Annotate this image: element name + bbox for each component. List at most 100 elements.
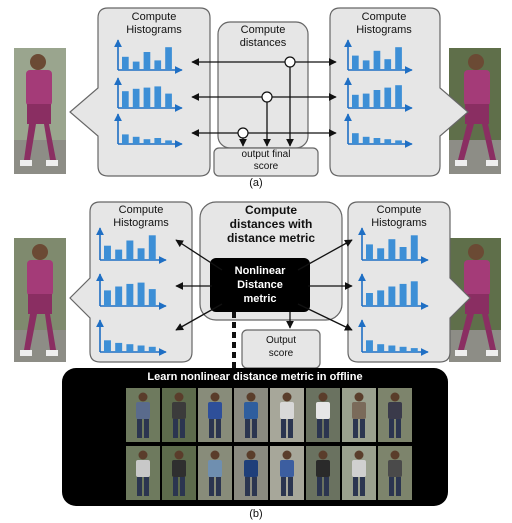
histogram-bar — [165, 140, 172, 144]
training-thumbnail — [162, 388, 196, 442]
training-thumbnail — [306, 446, 340, 500]
histogram-bar — [148, 289, 156, 306]
histogram-bar — [126, 283, 134, 306]
histogram-bar — [132, 61, 140, 70]
histogram-bar — [104, 245, 111, 260]
histogram-bar — [122, 91, 129, 108]
histograms-a-right — [344, 39, 413, 148]
training-thumbnail — [306, 388, 340, 442]
training-thumbnail — [234, 446, 268, 500]
histogram-bar — [395, 140, 402, 144]
person-image-b-left — [14, 238, 66, 362]
histogram-title-a-left: Compute Histograms — [126, 11, 182, 36]
metric-label: Nonlinear Distance metric — [234, 265, 286, 305]
training-thumbnail — [198, 446, 232, 500]
histogram-bar — [399, 247, 407, 260]
histogram-icon — [344, 113, 413, 148]
person-image-b-right — [449, 238, 501, 362]
histograms-b-right — [358, 227, 429, 356]
histogram-bar — [352, 133, 359, 144]
histogram-bar — [154, 138, 162, 144]
offline-banner: Learn nonlinear distance metric in offli… — [147, 371, 363, 383]
caption-a: (a) — [249, 177, 263, 189]
person-image-a-right — [449, 48, 501, 174]
histogram-bar — [399, 346, 407, 352]
histogram-bar — [362, 60, 370, 70]
histogram-bar — [165, 47, 172, 70]
distance-title-a: Compute distances — [239, 24, 287, 49]
histogram-icon — [358, 319, 429, 356]
histogram-bar — [352, 55, 359, 70]
histogram-bar — [377, 290, 385, 306]
junction-nodes-a — [237, 56, 296, 139]
histogram-icon — [96, 319, 167, 356]
histogram-icon — [358, 273, 429, 310]
histogram-bar — [137, 282, 145, 306]
histogram-bar — [366, 293, 373, 306]
histogram-bar — [148, 235, 156, 260]
distance-title-b: Compute distances with distance metric — [226, 203, 316, 245]
training-thumbnail — [234, 388, 268, 442]
training-thumbnail — [270, 446, 304, 500]
histogram-bar — [410, 348, 418, 352]
training-thumbnail — [270, 388, 304, 442]
caption-b: (b) — [249, 508, 263, 520]
metric-arrows-b — [175, 239, 353, 331]
histogram-bar — [395, 47, 402, 70]
histogram-bar — [104, 290, 111, 306]
histogram-bar — [373, 50, 381, 70]
histogram-bar — [122, 56, 129, 70]
histogram-bar — [399, 283, 407, 306]
histogram-bar — [362, 136, 370, 144]
histogram-icon — [96, 227, 167, 264]
histogram-bar — [137, 248, 145, 260]
histogram-icon — [344, 77, 413, 112]
histogram-box-b-right — [347, 201, 471, 363]
training-thumbnail — [162, 446, 196, 500]
histogram-bar — [154, 86, 162, 108]
histogram-bar — [126, 344, 134, 352]
output-label-b: Output score — [265, 335, 297, 359]
metric-box — [210, 258, 310, 312]
histogram-bar — [384, 139, 392, 144]
histogram-title-b-left: Compute Histograms — [113, 204, 169, 229]
histogram-icon — [96, 273, 167, 310]
training-thumbnail — [198, 388, 232, 442]
histogram-bar — [132, 136, 140, 144]
histograms-b-left — [96, 227, 167, 356]
output-label-a: output final score — [241, 149, 291, 172]
histogram-icon — [114, 113, 183, 148]
histogram-bar — [352, 94, 359, 108]
histogram-bar — [143, 52, 151, 70]
histogram-bar — [366, 340, 373, 352]
histogram-bar — [388, 345, 396, 352]
histogram-title-a-right: Compute Histograms — [356, 11, 412, 36]
histogram-bar — [143, 87, 151, 108]
histogram-bar — [410, 235, 418, 260]
training-thumbnail — [126, 388, 160, 442]
histogram-bar — [122, 134, 129, 144]
histogram-bar — [137, 345, 145, 352]
histogram-bar — [373, 138, 381, 144]
histogram-bar — [362, 93, 370, 108]
histogram-bar — [154, 60, 162, 70]
histogram-bar — [384, 87, 392, 108]
histogram-bar — [104, 340, 111, 352]
histogram-bar — [377, 344, 385, 352]
histogram-icon — [114, 39, 183, 74]
training-thumbnail — [342, 388, 376, 442]
distance-arrows-a — [191, 58, 337, 147]
histogram-bar — [132, 88, 140, 108]
histogram-bar — [366, 244, 373, 260]
histogram-bar — [126, 240, 134, 260]
histogram-bar — [388, 286, 396, 306]
histogram-bar — [377, 248, 385, 260]
histogram-icon — [344, 39, 413, 74]
histogram-title-b-right: Compute Histograms — [371, 204, 427, 229]
training-thumbnail — [342, 446, 376, 500]
training-thumbnail — [126, 446, 160, 500]
histogram-bar — [143, 139, 151, 144]
histogram-bar — [115, 249, 123, 260]
histogram-icon — [358, 227, 429, 264]
